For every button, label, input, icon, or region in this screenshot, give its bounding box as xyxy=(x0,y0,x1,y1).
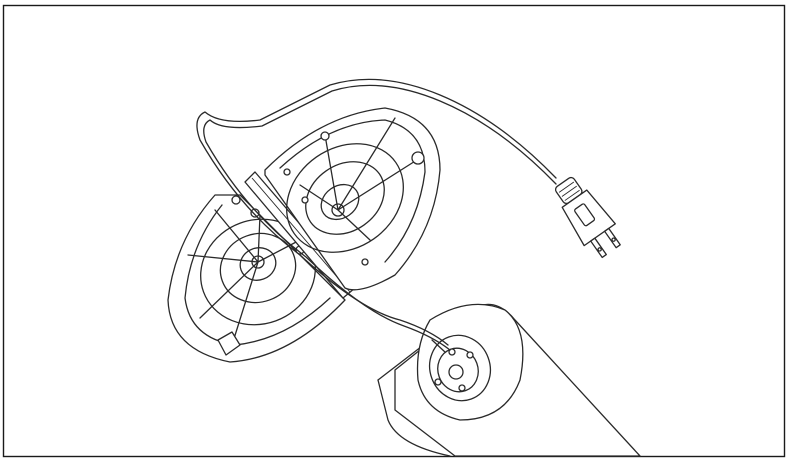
rear-grille xyxy=(264,107,441,291)
hub-center xyxy=(448,364,464,380)
motor-housing xyxy=(377,303,641,457)
front-grille xyxy=(167,194,346,363)
border xyxy=(2,4,786,458)
power-cord xyxy=(196,78,557,351)
plug xyxy=(554,176,621,259)
